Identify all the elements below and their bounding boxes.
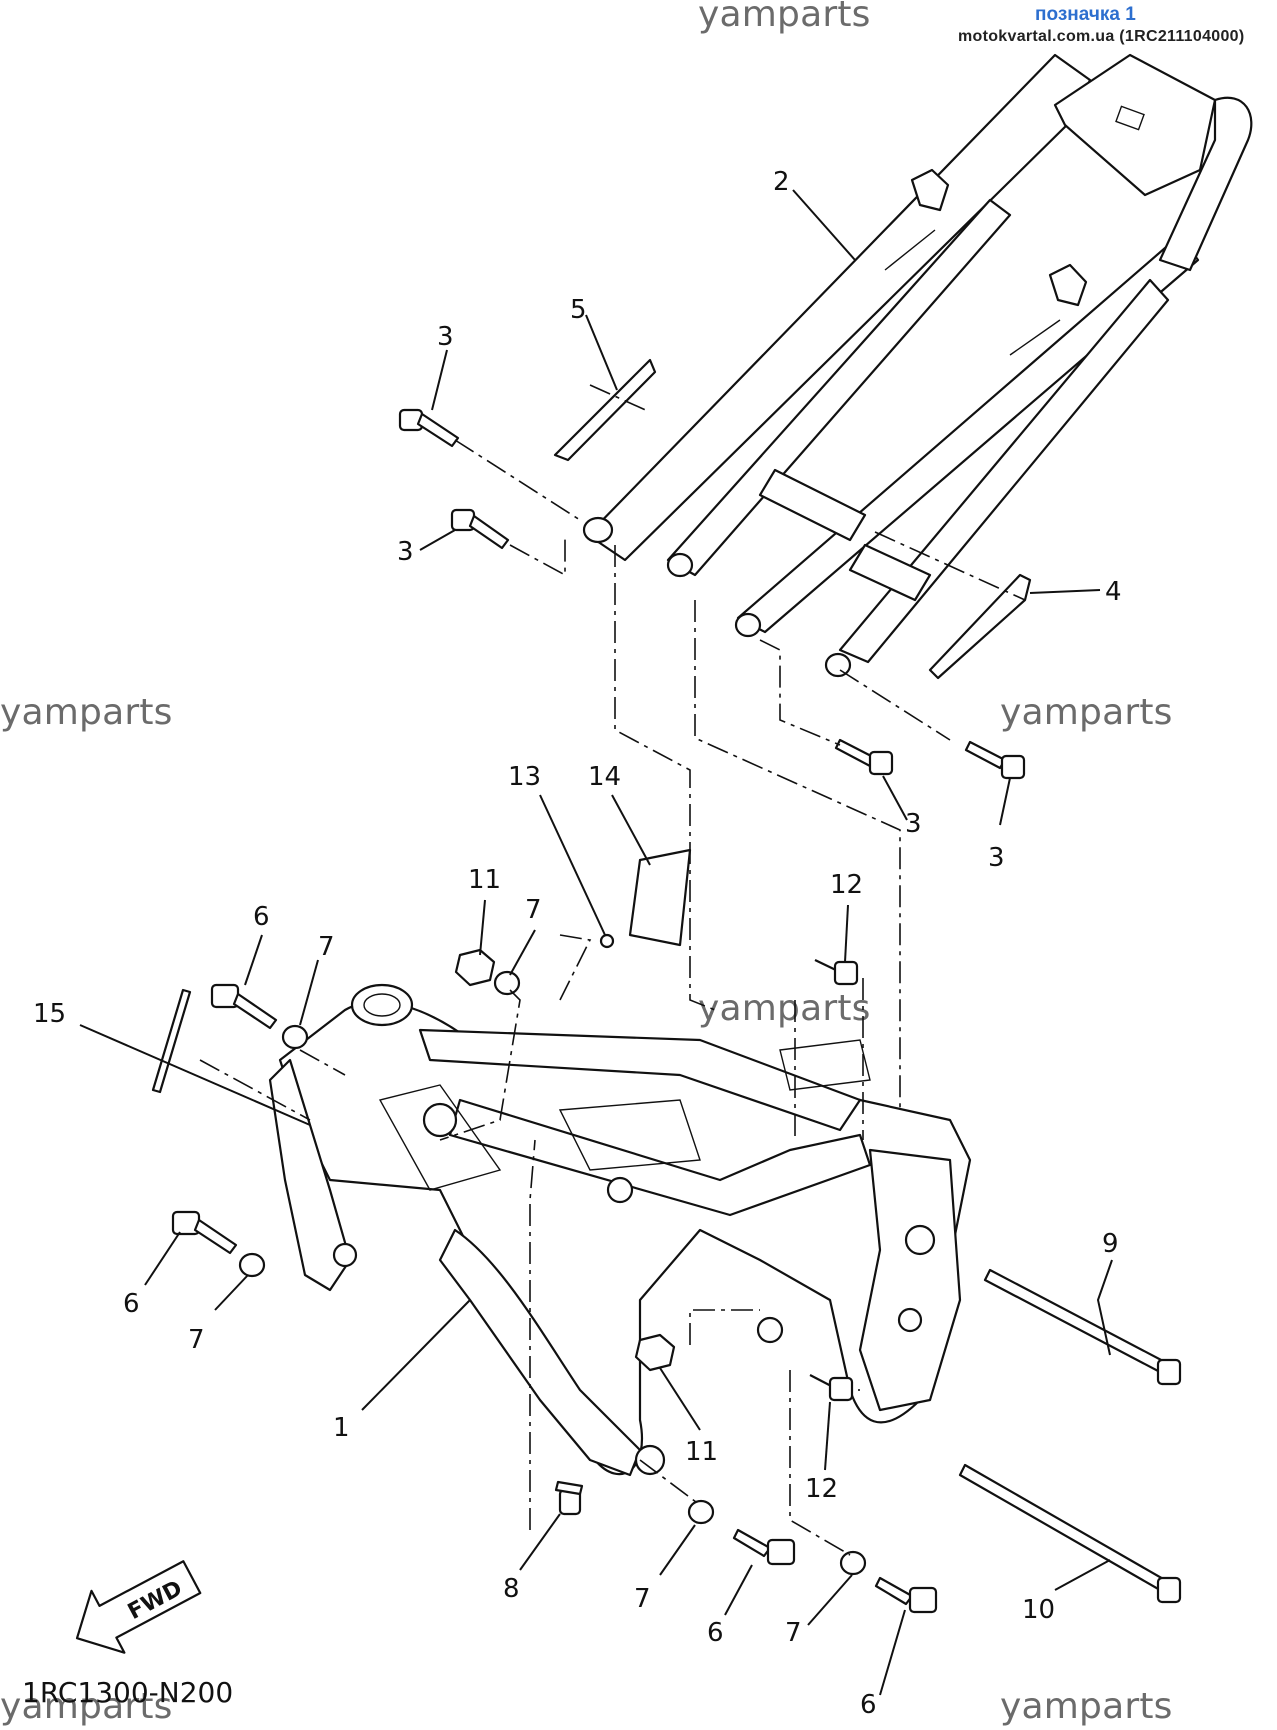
callout-3: 3 (437, 322, 454, 352)
callout-12: 12 (830, 870, 863, 900)
bolt-12-lower (809, 1374, 854, 1402)
header-subtitle: motokvartal.com.ua (1RC211104000) (958, 28, 1245, 45)
alignment-lines (199, 384, 1026, 1556)
callout-2: 2 (773, 167, 790, 197)
watermark: yamparts (698, 988, 871, 1029)
callouts: 2 5 3 3 4 3 3 13 14 11 7 12 6 7 15 6 7 9… (33, 167, 1122, 1720)
callout-3: 3 (905, 809, 922, 839)
watermark: yamparts (0, 1686, 173, 1727)
callout-15: 15 (33, 999, 66, 1029)
decal-14 (628, 848, 692, 947)
clip-13 (599, 933, 615, 949)
leader-lines (79, 189, 1113, 1696)
header-title: позначка 1 (1035, 4, 1136, 25)
washer-7b (281, 1024, 309, 1050)
watermark: yamparts (0, 692, 173, 733)
callout-11: 11 (468, 865, 501, 895)
fwd-arrow-icon: FWD (75, 1560, 202, 1654)
diagram-code: 1RC1300-N200 (22, 1676, 234, 1709)
nut-11-lower (634, 1333, 676, 1372)
callout-3: 3 (988, 843, 1005, 873)
watermark: yamparts (1000, 692, 1173, 733)
bolt-3-upper (398, 408, 460, 448)
callout-10: 10 (1022, 1595, 1055, 1625)
callout-6: 6 (123, 1289, 140, 1319)
washer-7a (493, 970, 521, 996)
callout-7: 7 (634, 1584, 651, 1614)
bolt-8 (554, 1480, 584, 1516)
rear-subframe (582, 53, 1253, 678)
strip-15 (151, 988, 192, 1094)
callout-7: 7 (318, 932, 335, 962)
main-frame (268, 983, 972, 1477)
callout-7: 7 (188, 1325, 205, 1355)
callout-12: 12 (805, 1474, 838, 1504)
bolt-12-upper (814, 959, 859, 986)
callout-4: 4 (1105, 577, 1122, 607)
bolt-6c (732, 1528, 796, 1566)
callout-6: 6 (253, 902, 270, 932)
watermark: yamparts (1000, 1686, 1173, 1727)
callout-14: 14 (588, 762, 621, 792)
callout-6: 6 (860, 1690, 877, 1720)
washer-7c (238, 1252, 266, 1278)
bolt-3-right-a (834, 738, 894, 776)
callout-6: 6 (707, 1618, 724, 1648)
callout-5: 5 (570, 295, 587, 325)
bolt-6a (210, 983, 278, 1030)
washer-7e (839, 1550, 867, 1576)
watermark: yamparts (698, 0, 871, 35)
callout-13: 13 (508, 762, 541, 792)
bolt-3-right-b (964, 740, 1026, 780)
guard-plate-5 (553, 358, 657, 462)
callout-7: 7 (525, 895, 542, 925)
guard-plate-4 (928, 573, 1032, 680)
bolt-6d (874, 1576, 938, 1614)
nut-11-upper (454, 948, 496, 987)
callout-9: 9 (1102, 1229, 1119, 1259)
callout-1: 1 (333, 1413, 350, 1443)
callout-11: 11 (685, 1437, 718, 1467)
long-bolt-9 (983, 1268, 1182, 1386)
washer-7d (687, 1499, 715, 1525)
bolt-3-lower (450, 508, 510, 550)
bolt-6b (171, 1210, 238, 1255)
callout-3: 3 (397, 537, 414, 567)
long-bolt-10 (958, 1463, 1182, 1604)
callout-7: 7 (785, 1618, 802, 1648)
callout-8: 8 (503, 1574, 520, 1604)
